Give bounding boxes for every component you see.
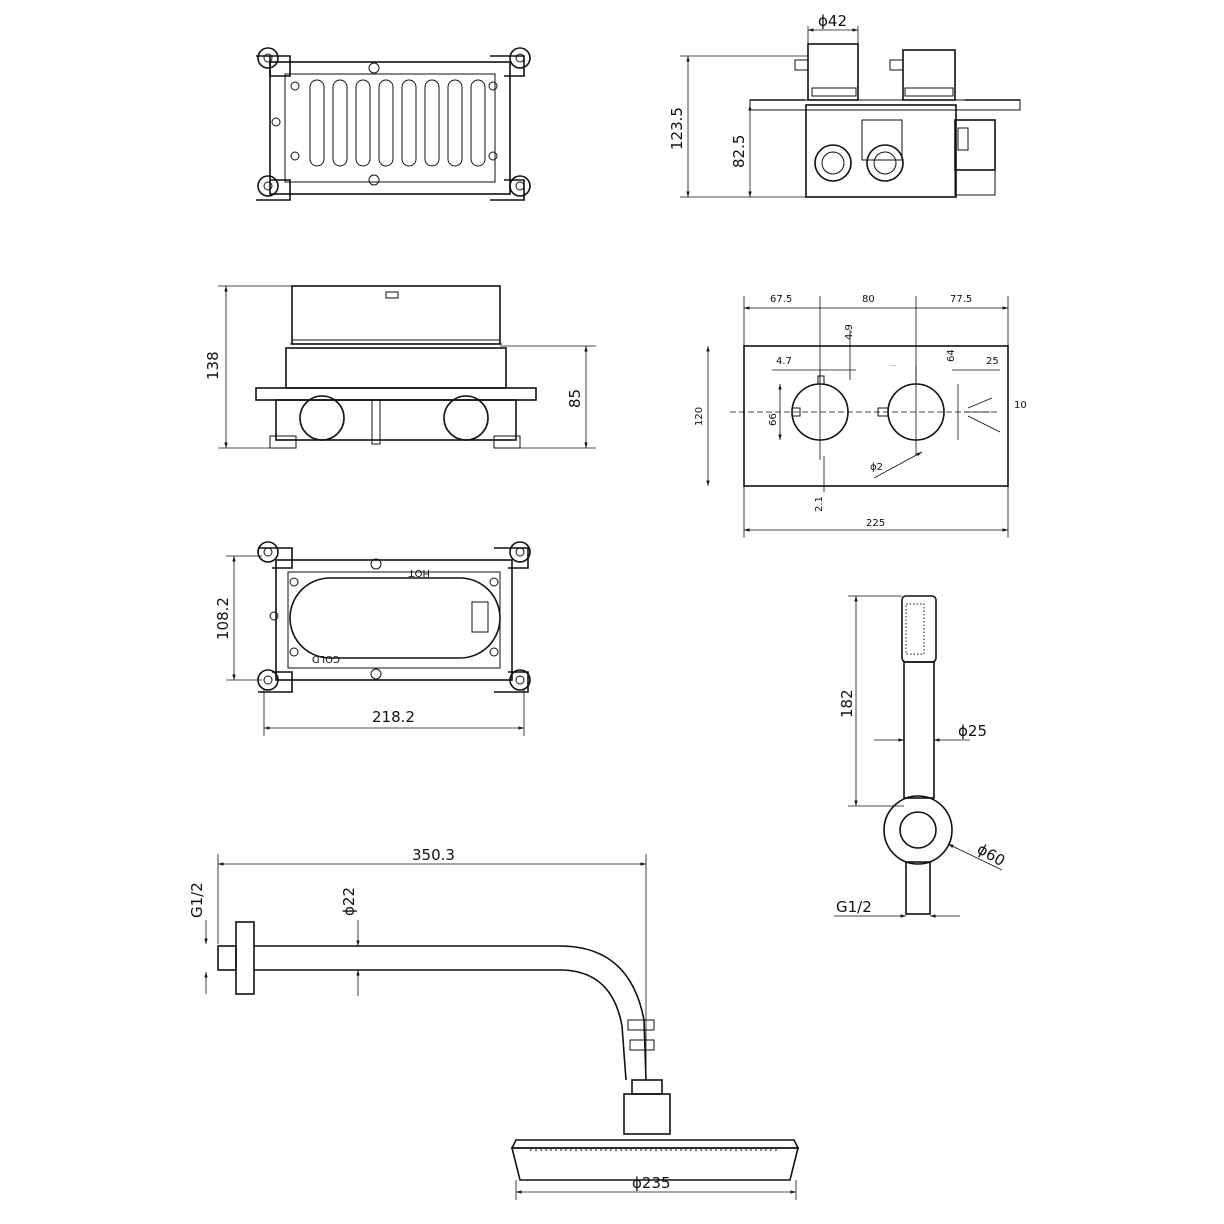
- box-side-view: [218, 285, 596, 449]
- dim-80: 80: [862, 294, 875, 305]
- dim-64: 64: [946, 349, 957, 362]
- dim-350-3: 350.3: [412, 846, 455, 864]
- label-cold: COLD: [312, 653, 340, 664]
- dim-120: 120: [694, 407, 705, 426]
- dim-2-1: 2.1: [814, 496, 825, 512]
- dim-67-5: 67.5: [770, 294, 792, 305]
- dim-123-5: 123.5: [668, 107, 686, 150]
- dim-phi-235: ϕ235: [632, 1174, 671, 1192]
- dim-phi-60: ϕ60: [974, 840, 1008, 870]
- dim-42: ϕ42: [818, 12, 847, 30]
- mounting-box-front-view: [256, 47, 531, 201]
- dim-phi-22: ϕ22: [340, 887, 358, 916]
- dim-77-5: 77.5: [950, 294, 972, 305]
- dim-82-5: 82.5: [730, 135, 748, 168]
- hand-shower-view: [834, 595, 1003, 918]
- dim-4-9: 4.9: [844, 324, 855, 340]
- dim-g1-2-handshower: G1/2: [836, 898, 872, 916]
- dim-138: 138: [204, 351, 222, 380]
- dim-g1-2-arm: G1/2: [188, 882, 206, 918]
- dim-4-7: 4.7: [776, 356, 792, 367]
- mounting-frame-view: [226, 541, 531, 736]
- label-hot: HOT: [408, 567, 430, 578]
- dim-phi-25: ϕ25: [958, 722, 987, 740]
- svg-text:...: ...: [890, 361, 896, 368]
- dim-phi-2: ϕ2: [870, 462, 883, 473]
- dim-85: 85: [566, 389, 584, 408]
- dim-66: 66: [768, 413, 779, 426]
- dim-108-2: 108.2: [214, 597, 232, 640]
- dim-25: 25: [986, 356, 999, 367]
- box-top-view: [680, 26, 1021, 198]
- dim-225: 225: [866, 518, 885, 529]
- dim-10: 10: [1014, 400, 1027, 411]
- dim-218-2: 218.2: [372, 708, 415, 726]
- shower-arm-view: [204, 854, 800, 1200]
- dim-182: 182: [838, 689, 856, 718]
- trim-plate-view: ...: [706, 296, 1009, 538]
